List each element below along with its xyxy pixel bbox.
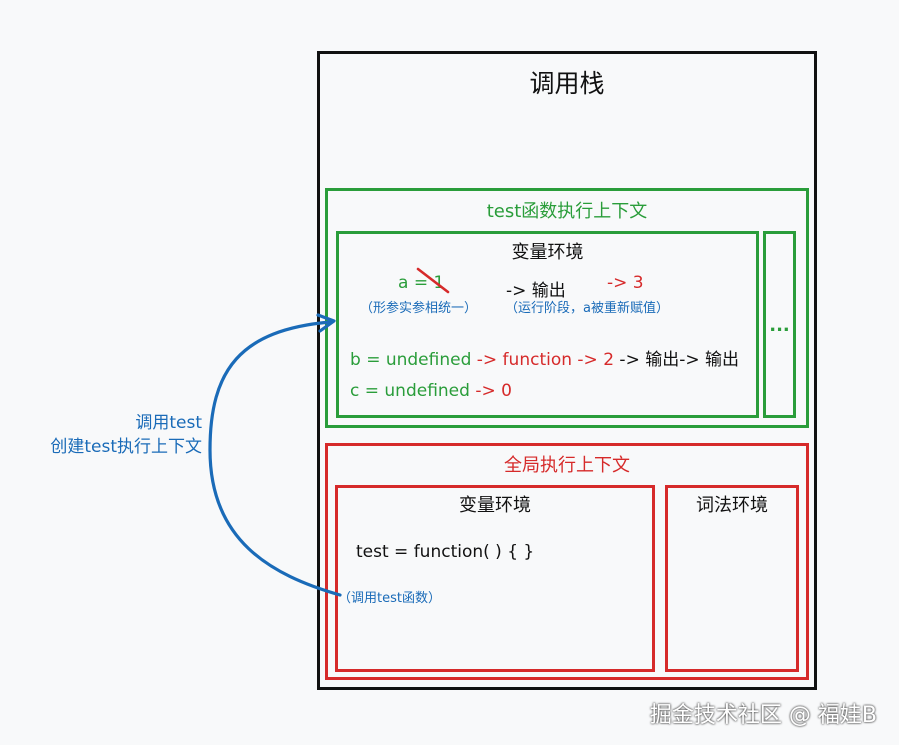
arrow-label-line2: 创建test执行上下文 [50, 437, 202, 457]
strike-mark [416, 267, 450, 294]
a-expression: a = 1 [398, 273, 445, 293]
watermark: 掘金技术社区 @ 福娃B [649, 703, 877, 728]
c-line: c = undefined -> 0 [350, 381, 512, 401]
global-context-box [325, 443, 809, 680]
b-step-function: -> function [471, 350, 573, 370]
global-var-env-box [335, 485, 655, 672]
test-side-box [763, 231, 796, 418]
a-new-value: -> 3 [607, 273, 644, 293]
arrow-label-line1: 调用test [135, 413, 202, 433]
test-var-env-box [336, 231, 759, 418]
test-side-ellipsis: ... [769, 315, 790, 336]
global-var-env-title: 变量环境 [459, 495, 531, 516]
b-expression: b = undefined [350, 350, 472, 370]
test-context-box [325, 188, 809, 428]
c-step-zero: -> 0 [469, 381, 512, 401]
call-test-note: （调用test函数） [338, 591, 441, 606]
a-output: -> 输出 [506, 281, 566, 301]
test-var-env-title: 变量环境 [511, 242, 584, 263]
a-note-left: （形参实参相统一） [360, 301, 478, 316]
b-outputs: -> 输出-> 输出 [614, 350, 739, 370]
global-context-title: 全局执行上下文 [504, 455, 630, 476]
b-line: b = undefined -> function -> 2 -> 输出-> 输… [350, 345, 739, 370]
c-expression: c = undefined [350, 381, 470, 401]
b-step-two: -> 2 [572, 350, 615, 370]
test-declaration: test = function( ) { } [356, 542, 535, 562]
global-lex-env-title: 词法环境 [696, 495, 768, 516]
call-stack-box [317, 51, 817, 690]
call-stack-title: 调用栈 [529, 69, 605, 98]
a-note-right: （运行阶段，a被重新赋值） [505, 301, 669, 316]
global-lex-env-box [665, 485, 799, 672]
test-context-title: test函数执行上下文 [486, 201, 648, 222]
